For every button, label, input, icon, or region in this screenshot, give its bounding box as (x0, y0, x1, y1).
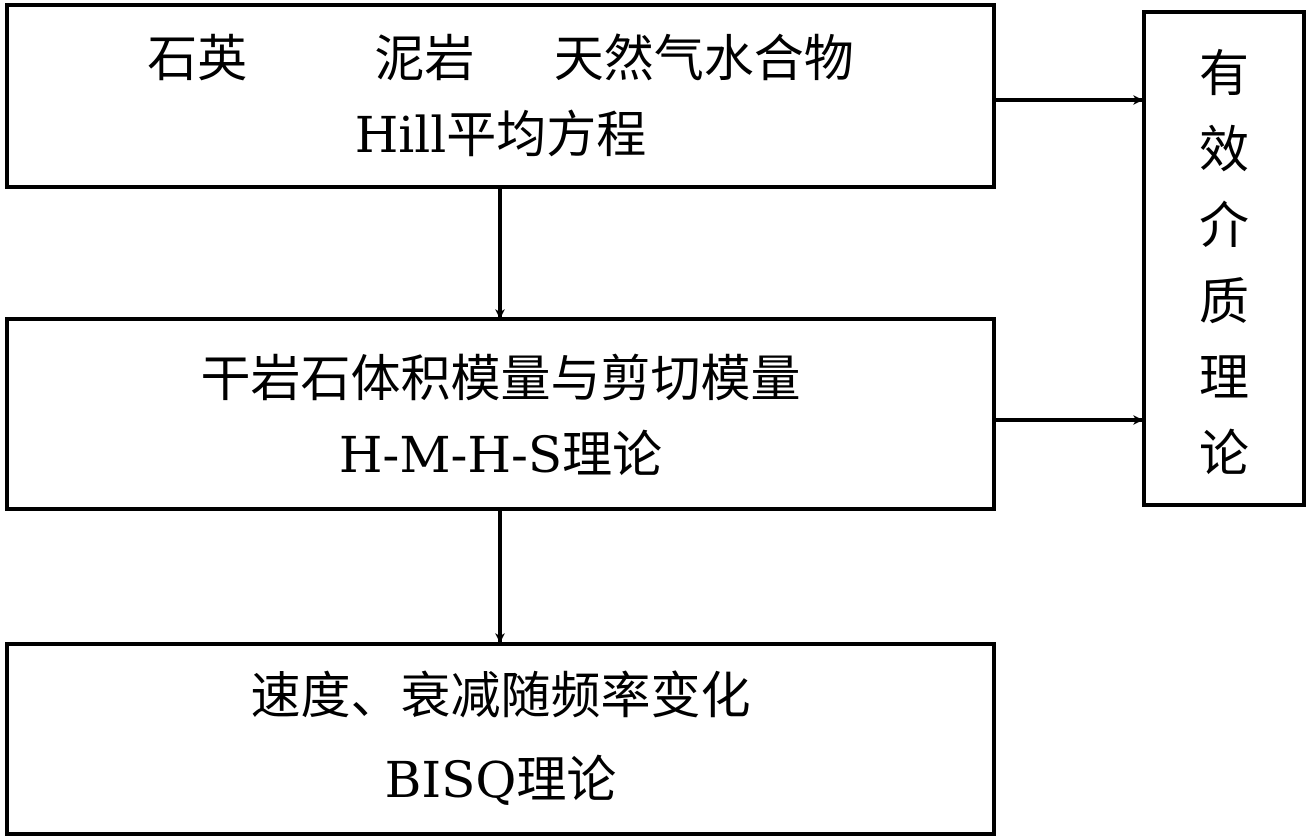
effective-medium-label: 有 效 介 质 理 论 (1146, 36, 1302, 492)
char: 理 (1199, 349, 1249, 407)
effective-medium-box: 有 效 介 质 理 论 (1142, 10, 1306, 507)
minerals-label: 石英 泥岩 天然气水合物 (147, 30, 854, 88)
velocity-attenuation-label: 速度、衰减随频率变化 (250, 667, 751, 725)
char: 论 (1199, 425, 1249, 483)
dry-rock-box: 干岩石体积模量与剪切模量 H-M-H-S理论 (5, 317, 996, 511)
char: 介 (1199, 197, 1249, 255)
hill-average-label: Hill平均方程 (354, 106, 647, 164)
char: 质 (1199, 273, 1249, 331)
minerals-box: 石英 泥岩 天然气水合物 Hill平均方程 (5, 3, 996, 189)
dry-rock-moduli-label: 干岩石体积模量与剪切模量 (200, 350, 801, 408)
velocity-box: 速度、衰减随频率变化 BISQ理论 (5, 642, 996, 836)
char: 效 (1199, 121, 1249, 179)
hmhs-theory-label: H-M-H-S理论 (338, 426, 663, 484)
bisq-theory-label: BISQ理论 (384, 751, 617, 809)
char: 有 (1199, 45, 1249, 103)
